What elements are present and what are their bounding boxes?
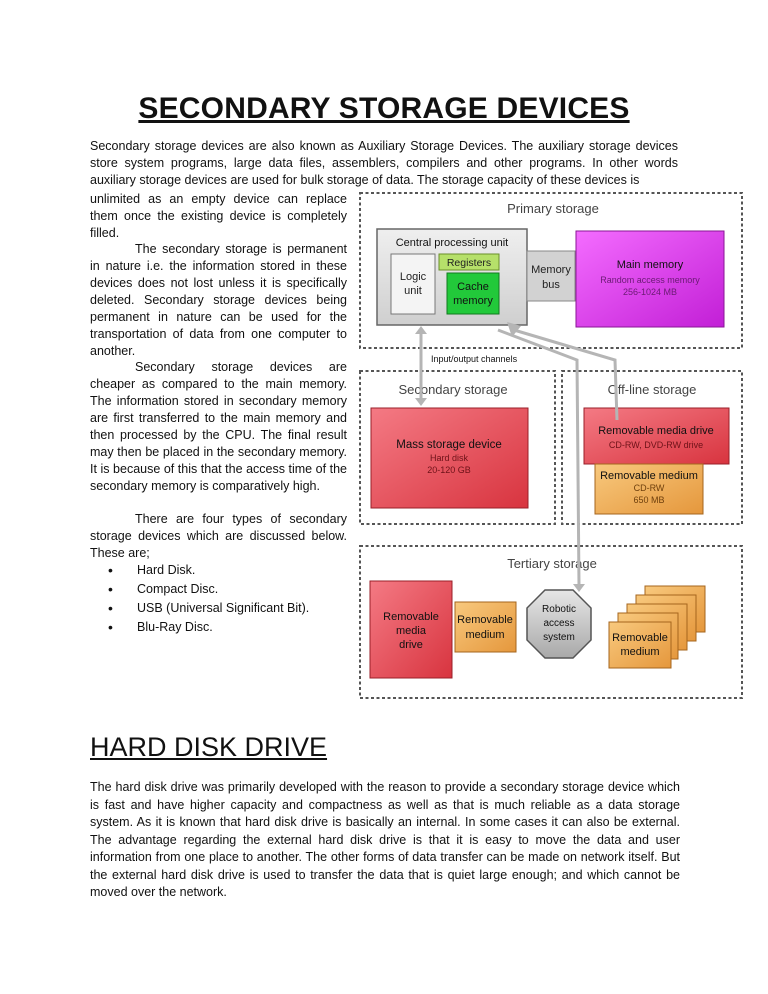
removable-medium-label: Removable medium	[600, 470, 698, 482]
removable-drive-type: CD-RW, DVD-RW drive	[609, 440, 703, 450]
io-arrows	[415, 322, 619, 592]
arrow-head	[415, 398, 427, 406]
removable-drive-label: Removable media drive	[598, 425, 714, 437]
removable-medium-block	[594, 463, 704, 515]
memory-bus-block	[526, 250, 576, 302]
storage-types-list: Hard Disk. Compact Disc. USB (Universal …	[108, 561, 309, 637]
media-stack-front	[608, 621, 672, 669]
media-stack-label: Removable	[612, 632, 668, 644]
robotic-access-label: Robotic	[542, 604, 576, 615]
arrow-offline	[513, 328, 619, 421]
cache-memory-label: memory	[453, 295, 493, 307]
paragraph-cheaper: Secondary storage devices are cheaper as…	[90, 360, 347, 493]
tertiary-drive-label: drive	[399, 639, 423, 651]
hard-disk-size: 20-120 GB	[427, 465, 471, 475]
intro-paragraph: Secondary storage devices are also known…	[90, 139, 678, 187]
paragraph-unlimited: unlimited as an empty device can replace…	[90, 192, 347, 240]
secondary-storage-label: Secondary storage	[398, 382, 507, 397]
tertiary-drive-label: Removable	[383, 611, 439, 623]
io-channels-label: Input/output channels	[431, 354, 518, 364]
arrow-head	[415, 326, 427, 334]
paragraph-types: There are four types of secondary storag…	[90, 512, 347, 560]
registers-block	[438, 253, 500, 271]
memory-bus-label: bus	[542, 279, 560, 291]
removable-medium-type: CD-RW	[634, 483, 665, 493]
hard-disk-label: Hard disk	[430, 453, 469, 463]
tertiary-storage-label: Tertiary storage	[507, 556, 597, 571]
removable-medium-size: 650 MB	[633, 495, 664, 505]
registers-label: Registers	[447, 257, 491, 269]
hdd-paragraph: The hard disk drive was primarily develo…	[90, 780, 680, 899]
logic-unit-label: unit	[404, 285, 422, 297]
tertiary-drive-label: media	[396, 625, 427, 637]
logic-unit-label: Logic	[400, 271, 427, 283]
removable-drive-block	[583, 407, 730, 465]
tertiary-drive-block	[369, 580, 453, 679]
tertiary-medium-block	[454, 601, 517, 653]
arrow-tertiary	[497, 328, 581, 587]
page-title: SECONDARY STORAGE DEVICES	[138, 92, 630, 125]
main-memory-block	[575, 230, 725, 328]
cache-memory-label: Cache	[457, 281, 489, 293]
list-item: Compact Disc.	[108, 580, 309, 599]
main-memory-size: 256-1024 MB	[623, 287, 677, 297]
hdd-heading: HARD DISK DRIVE	[90, 732, 328, 762]
robotic-access-label: system	[543, 632, 575, 643]
robotic-access-system	[526, 589, 592, 659]
primary-storage-label: Primary storage	[507, 201, 599, 216]
robotic-access-label: access	[543, 618, 574, 629]
list-item: Hard Disk.	[108, 561, 309, 580]
arrow-head	[573, 584, 585, 592]
memory-bus-label: Memory	[531, 264, 571, 276]
logic-unit-block	[390, 253, 436, 315]
mass-storage-block	[370, 407, 529, 509]
mass-storage-label: Mass storage device	[396, 439, 501, 451]
list-item: USB (Universal Significant Bit).	[108, 599, 309, 618]
arrow-head	[507, 322, 521, 337]
offline-storage-label: Off-line storage	[608, 382, 697, 397]
cache-memory-block	[446, 272, 500, 315]
storage-hierarchy-diagram: Primary storage Central processing unit …	[359, 192, 743, 699]
list-item: Blu-Ray Disc.	[108, 618, 309, 637]
main-memory-type: Random access memory	[600, 275, 700, 285]
cpu-label: Central processing unit	[396, 237, 509, 249]
paragraph-permanent: The secondary storage is permanent in na…	[90, 242, 347, 358]
media-stack-label: medium	[620, 646, 659, 658]
tertiary-medium-label: medium	[465, 629, 504, 641]
main-memory-label: Main memory	[617, 259, 684, 271]
tertiary-medium-label: Removable	[457, 614, 513, 626]
